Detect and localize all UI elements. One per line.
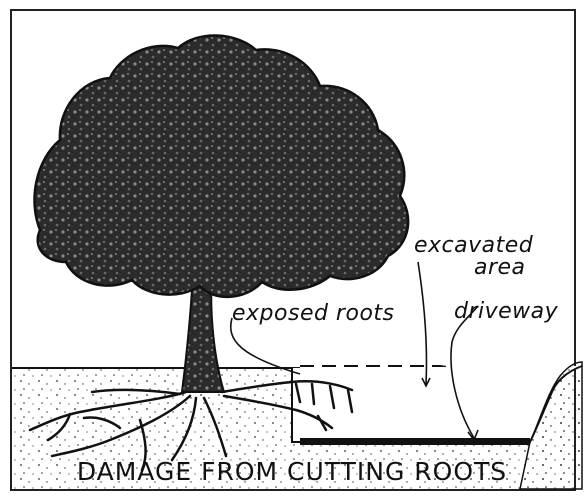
label-exposed-roots: exposed roots	[232, 301, 395, 326]
diagram-caption: DAMAGE FROM CUTTING ROOTS	[77, 457, 507, 486]
tree-canopy	[34, 35, 408, 296]
label-driveway: driveway	[454, 299, 559, 324]
driveway-slab	[300, 438, 530, 445]
label-area: area	[474, 255, 526, 280]
